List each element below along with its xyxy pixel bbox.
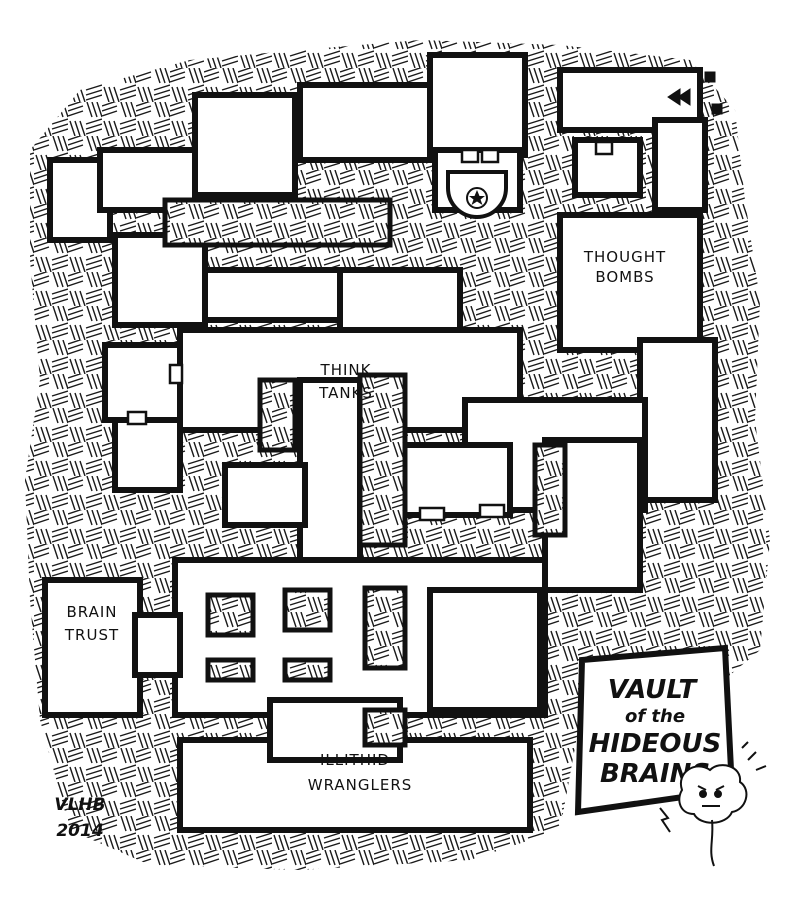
signature-year: 2014 (56, 821, 103, 841)
room-north-4 (427, 52, 528, 158)
label-think-tanks-2: TANKS (318, 384, 373, 402)
title-line-3: HIDEOUS (589, 729, 722, 759)
label-illithid-2: WRANGLERS (308, 776, 413, 794)
pillars (205, 585, 408, 748)
door (480, 148, 500, 164)
inner-rock (162, 197, 568, 548)
title-line-2: of the (625, 706, 685, 727)
inner-rock-block (257, 377, 298, 453)
brain-blob (678, 764, 748, 824)
corridor-think-south (297, 377, 363, 583)
signature-name: VLHB (54, 795, 105, 815)
room-north-3 (297, 82, 433, 163)
label-brain-trust-1: BRAIN (66, 603, 117, 621)
label-thought-bombs-1: THOUGHT (583, 248, 666, 266)
corridor-upper-west (112, 232, 208, 328)
label-think-tanks-1: THINK (320, 361, 372, 379)
door (594, 140, 614, 156)
dungeon-floor (42, 52, 718, 833)
pillar (205, 657, 256, 683)
room-east-entry (652, 117, 708, 213)
inner-rock-block (532, 442, 568, 538)
room-north-2 (192, 92, 298, 198)
brain-spark (741, 741, 767, 771)
entrance-marker (704, 71, 716, 83)
door (418, 506, 446, 522)
door (478, 503, 506, 519)
room-thought-bombs (557, 212, 703, 353)
pillar (282, 587, 333, 633)
corridor-upper-mid (202, 267, 343, 323)
star-shrine (446, 170, 508, 219)
inner-rock-block (162, 197, 393, 248)
label-thought-bombs-2: BOMBS (595, 268, 654, 286)
label-illithid-1: ILLITHID (320, 751, 390, 769)
door (460, 148, 480, 164)
room-brain-trust (42, 577, 143, 718)
pillar (205, 592, 256, 638)
inner-rock-block (357, 372, 408, 548)
brain-eyes (697, 785, 725, 791)
brain-eye (714, 790, 722, 798)
star-icon-glyph (469, 190, 485, 205)
entrance-arrow-icon (667, 71, 723, 115)
arrow-head (677, 88, 691, 106)
pillar (362, 707, 408, 748)
room-upper-mid (337, 267, 463, 333)
brain-eye (699, 790, 707, 798)
title-line-1: VAULT (608, 675, 699, 705)
brain-creature-icon (659, 741, 767, 867)
corridor-columns-east (427, 587, 543, 713)
signature: VLHB 2014 (54, 795, 105, 841)
doors (126, 140, 614, 522)
brain-spark (659, 807, 671, 833)
corridor-brain-trust (132, 612, 183, 678)
door (126, 410, 148, 426)
pillar (362, 585, 408, 671)
entrance-marker (711, 103, 723, 115)
room-inner-north (222, 462, 308, 528)
door (168, 363, 184, 385)
room-center (387, 442, 513, 518)
pillar (282, 657, 333, 683)
corridor-thought-east (637, 337, 718, 503)
room-west-closet-2 (112, 417, 183, 493)
room-labels: THOUGHT BOMBS THINK TANKS BRAIN TRUST IL… (64, 248, 666, 794)
brain-tentacle (710, 819, 715, 867)
label-brain-trust-2: TRUST (64, 626, 119, 644)
